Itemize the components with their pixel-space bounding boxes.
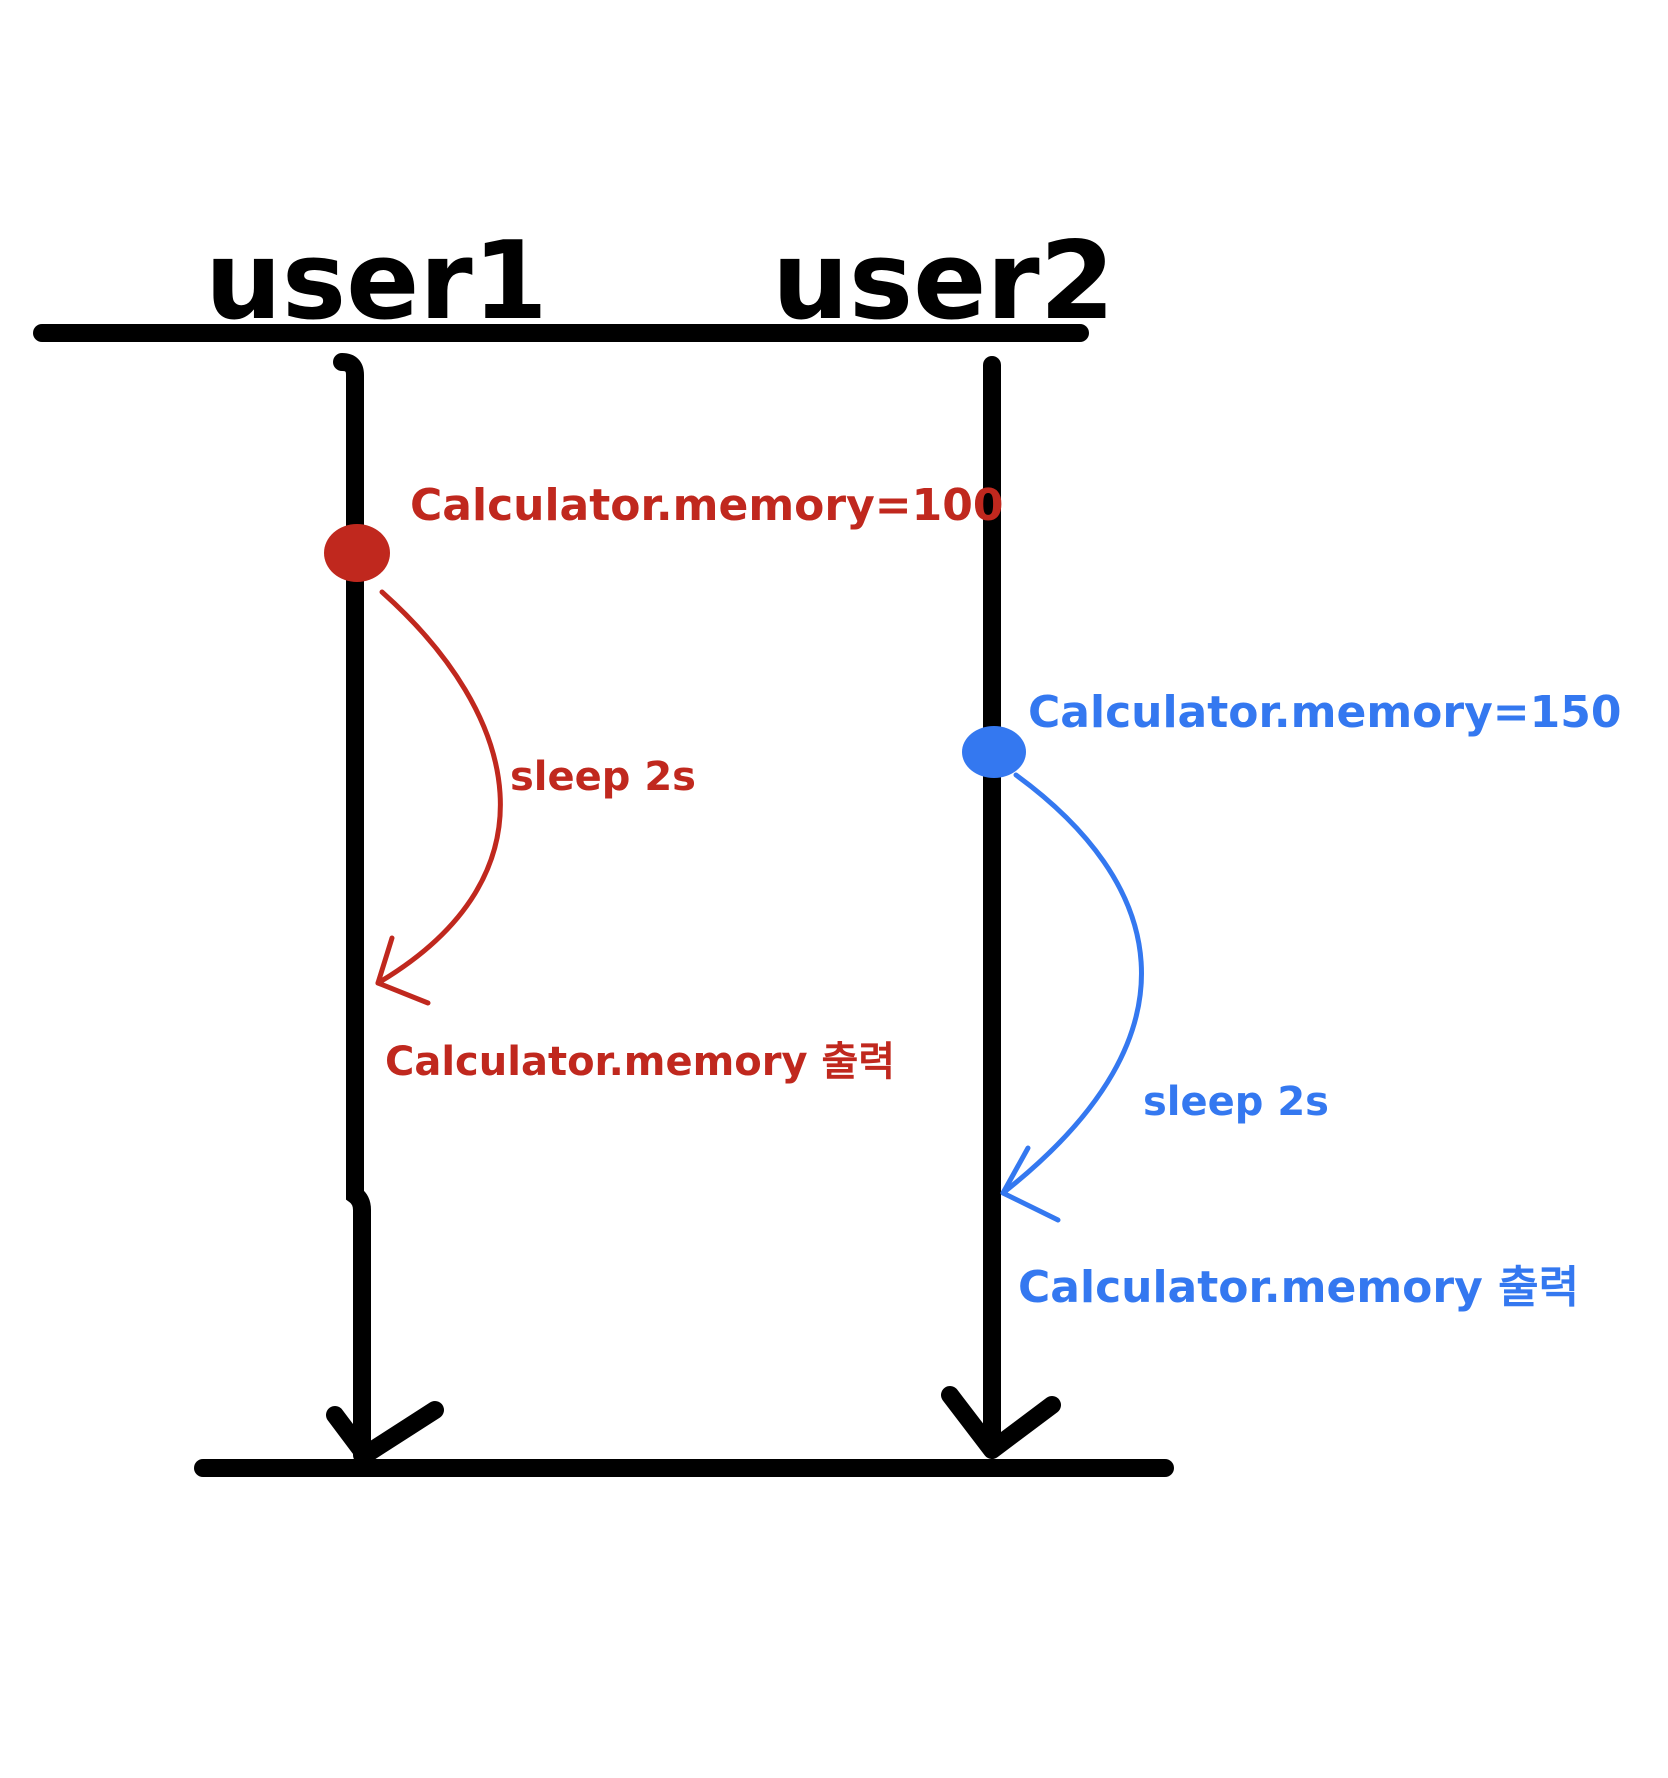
user1-lifeline <box>333 353 371 1464</box>
user1-sleep-label: sleep 2s <box>510 754 696 800</box>
user1-set-dot <box>324 524 390 582</box>
user1-label: user1 <box>205 219 548 344</box>
user2-print-label: Calculator.memory 출력 <box>1018 1262 1579 1313</box>
user1-lifeline-arrowhead <box>326 1401 444 1464</box>
user2-set-dot <box>962 726 1026 778</box>
user1-set-label: Calculator.memory=100 <box>410 480 1004 531</box>
user2-sleep-label: sleep 2s <box>1143 1079 1329 1125</box>
user2-set-label: Calculator.memory=150 <box>1028 687 1622 738</box>
user1-print-label: Calculator.memory 출력 <box>385 1039 895 1085</box>
user2-sleep-arrow <box>1000 772 1144 1196</box>
user1-sleep-arrow <box>375 589 503 986</box>
user2-lifeline-arrowhead <box>941 1386 1061 1459</box>
user2-label: user2 <box>772 219 1115 344</box>
user2-sleep-arrowhead <box>1000 1145 1061 1223</box>
user1-sleep-arrowhead <box>375 935 431 1006</box>
